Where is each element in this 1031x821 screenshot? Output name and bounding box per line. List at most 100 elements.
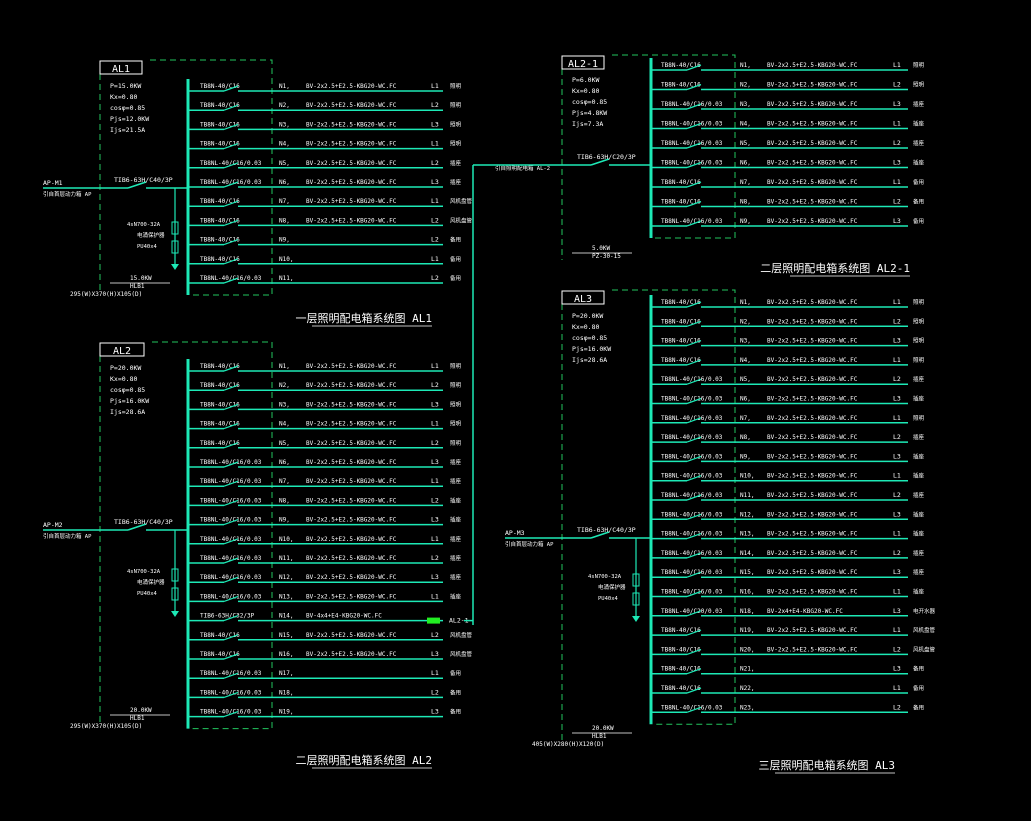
circuit-cable: BV-2x2.5+E2.5-KBG20-WC.FC — [767, 101, 858, 108]
circuit-breaker-label: TB8N-40/C16 — [200, 198, 240, 205]
circuit-use: 插座 — [913, 433, 925, 441]
circuit-cable: BV-2x2.5+E2.5-KBG20-WC.FC — [306, 179, 397, 186]
circuit-number: N11, — [279, 275, 293, 282]
circuit-cable: BV-2x2.5+E2.5-KBG20-WC.FC — [306, 141, 397, 148]
circuit-number: N10, — [279, 536, 293, 543]
circuit-cable: BV-2x2.5+E2.5-KBG20-WC.FC — [767, 531, 858, 538]
circuit-number: N4, — [279, 421, 290, 428]
circuit-phase: L3 — [893, 510, 901, 518]
circuit-cable: BV-2x2.5+E2.5-KBG20-WC.FC — [306, 121, 397, 128]
ground-symbol — [171, 611, 179, 617]
circuit-breaker-switch — [223, 143, 239, 150]
main-breaker-label: TIB6-63H/C20/3P — [577, 153, 636, 161]
panel-label: AL3 — [574, 294, 592, 305]
circuit-cable: BV-2x2.5+E2.5-KBG20-WC.FC — [767, 376, 858, 383]
circuit-number: N5, — [279, 440, 290, 447]
circuit-phase: L2 — [893, 491, 901, 499]
circuit-number: N6, — [279, 179, 290, 186]
circuit-breaker-label: TB8N-40/C16 — [200, 102, 240, 109]
circuit-breaker-switch — [686, 142, 702, 149]
circuit-cable: BV-2x2.5+E2.5-KBG20-WC.FC — [767, 338, 858, 345]
circuit-cable: BV-2x2.5+E2.5-KBG20-WC.FC — [306, 83, 397, 90]
circuit-cable: BV-2x2.5+E2.5-KBG20-WC.FC — [306, 421, 397, 428]
panel-label-box — [99, 60, 143, 75]
circuit-phase: L2 — [893, 645, 901, 653]
main-breaker-switch — [127, 523, 147, 531]
panel-param: Kx=0.80 — [572, 87, 599, 95]
circuit-use: 插座 — [450, 477, 462, 485]
circuit-breaker-switch — [686, 552, 702, 559]
footer-text: PZ-30-15 — [592, 253, 621, 260]
footer-text: 20.0KW — [592, 725, 614, 732]
circuit-use: 风机盘管 — [450, 631, 473, 639]
circuit-breaker-switch — [223, 162, 239, 169]
circuit-use: 照明 — [450, 401, 462, 408]
incoming-label: AP-M2 — [43, 521, 63, 529]
circuit-cable: BV-2x2.5+E2.5-KBG20-WC.FC — [767, 415, 858, 422]
circuit-use: 电开水器 — [913, 607, 936, 615]
circuit-breaker-switch — [686, 455, 702, 462]
circuit-phase: L3 — [431, 120, 439, 128]
circuit-phase: L2 — [893, 139, 901, 147]
footer-text: 295(W)X370(H)X105(D) — [70, 291, 142, 298]
circuit-use: 备用 — [913, 178, 924, 186]
circuit-breaker-label: TB8N-40/C16 — [661, 62, 701, 69]
circuit-use: 风机盘管 — [450, 216, 473, 224]
circuit-use: 照明 — [913, 82, 925, 89]
circuit-use: 插座 — [913, 568, 925, 576]
circuit-row: TB8NL-40/C16/0.03 N7, BV-2x2.5+E2.5-KBG20-… — [651, 414, 925, 424]
incoming-source: 引自首层动力箱 AP — [43, 190, 92, 198]
ground-symbol — [632, 616, 640, 622]
circuit-number: N15, — [740, 569, 754, 576]
circuit-use: 插座 — [450, 554, 462, 562]
circuit-number: N8, — [279, 217, 290, 224]
spd-label: PU40x4 — [598, 596, 619, 602]
circuit-breaker-switch — [223, 538, 239, 545]
circuit-breaker-switch — [686, 181, 702, 188]
circuit-use: 插座 — [450, 458, 462, 466]
circuit-breaker-label: TB8NL-40/C16/0.03 — [200, 497, 262, 504]
circuit-phase: L2 — [893, 198, 901, 206]
circuit-number: N12, — [740, 511, 754, 518]
circuit-breaker-label: TB8NL-40/C16/0.03 — [200, 593, 262, 600]
spd-label: 电涌保护器 — [137, 578, 165, 586]
circuit-breaker-label: TB8NL-40/C16/0.03 — [661, 218, 723, 225]
circuit-phase: L3 — [431, 708, 439, 716]
circuit-breaker-label: TB8N-40/C16 — [661, 179, 701, 186]
circuit-use: 插座 — [913, 159, 925, 167]
circuit-use: 照明 — [450, 440, 462, 447]
circuit-number: N9, — [740, 218, 751, 225]
circuit-number: N5, — [740, 140, 751, 147]
circuit-use: 备用 — [450, 255, 461, 263]
circuit-number: N3, — [740, 101, 751, 108]
circuit-breaker-switch — [223, 691, 239, 698]
circuit-number: N1, — [740, 62, 751, 69]
circuit-number: N14, — [740, 550, 754, 557]
circuit-breaker-label: TB8NL-40/C16/0.03 — [661, 589, 723, 596]
circuit-number: N7, — [740, 415, 751, 422]
spd-fuse — [171, 568, 179, 582]
circuit-number: N4, — [740, 357, 751, 364]
circuit-breaker-switch — [686, 687, 702, 694]
circuit-use: 照明 — [913, 357, 925, 364]
circuit-use: 备用 — [913, 217, 924, 225]
circuit-breaker-switch — [223, 480, 239, 487]
circuit-breaker-label: TB8NL-40/C16/0.03 — [661, 415, 723, 422]
circuit-use: 备用 — [450, 274, 461, 282]
circuit-breaker-label: TB8NL-40/C16/0.03 — [200, 536, 262, 543]
circuit-breaker-switch — [686, 378, 702, 385]
circuit-number: N12, — [279, 574, 293, 581]
circuit-phase: L2 — [431, 554, 439, 562]
circuit-phase: L3 — [893, 607, 901, 615]
circuit-number: N8, — [740, 434, 751, 441]
